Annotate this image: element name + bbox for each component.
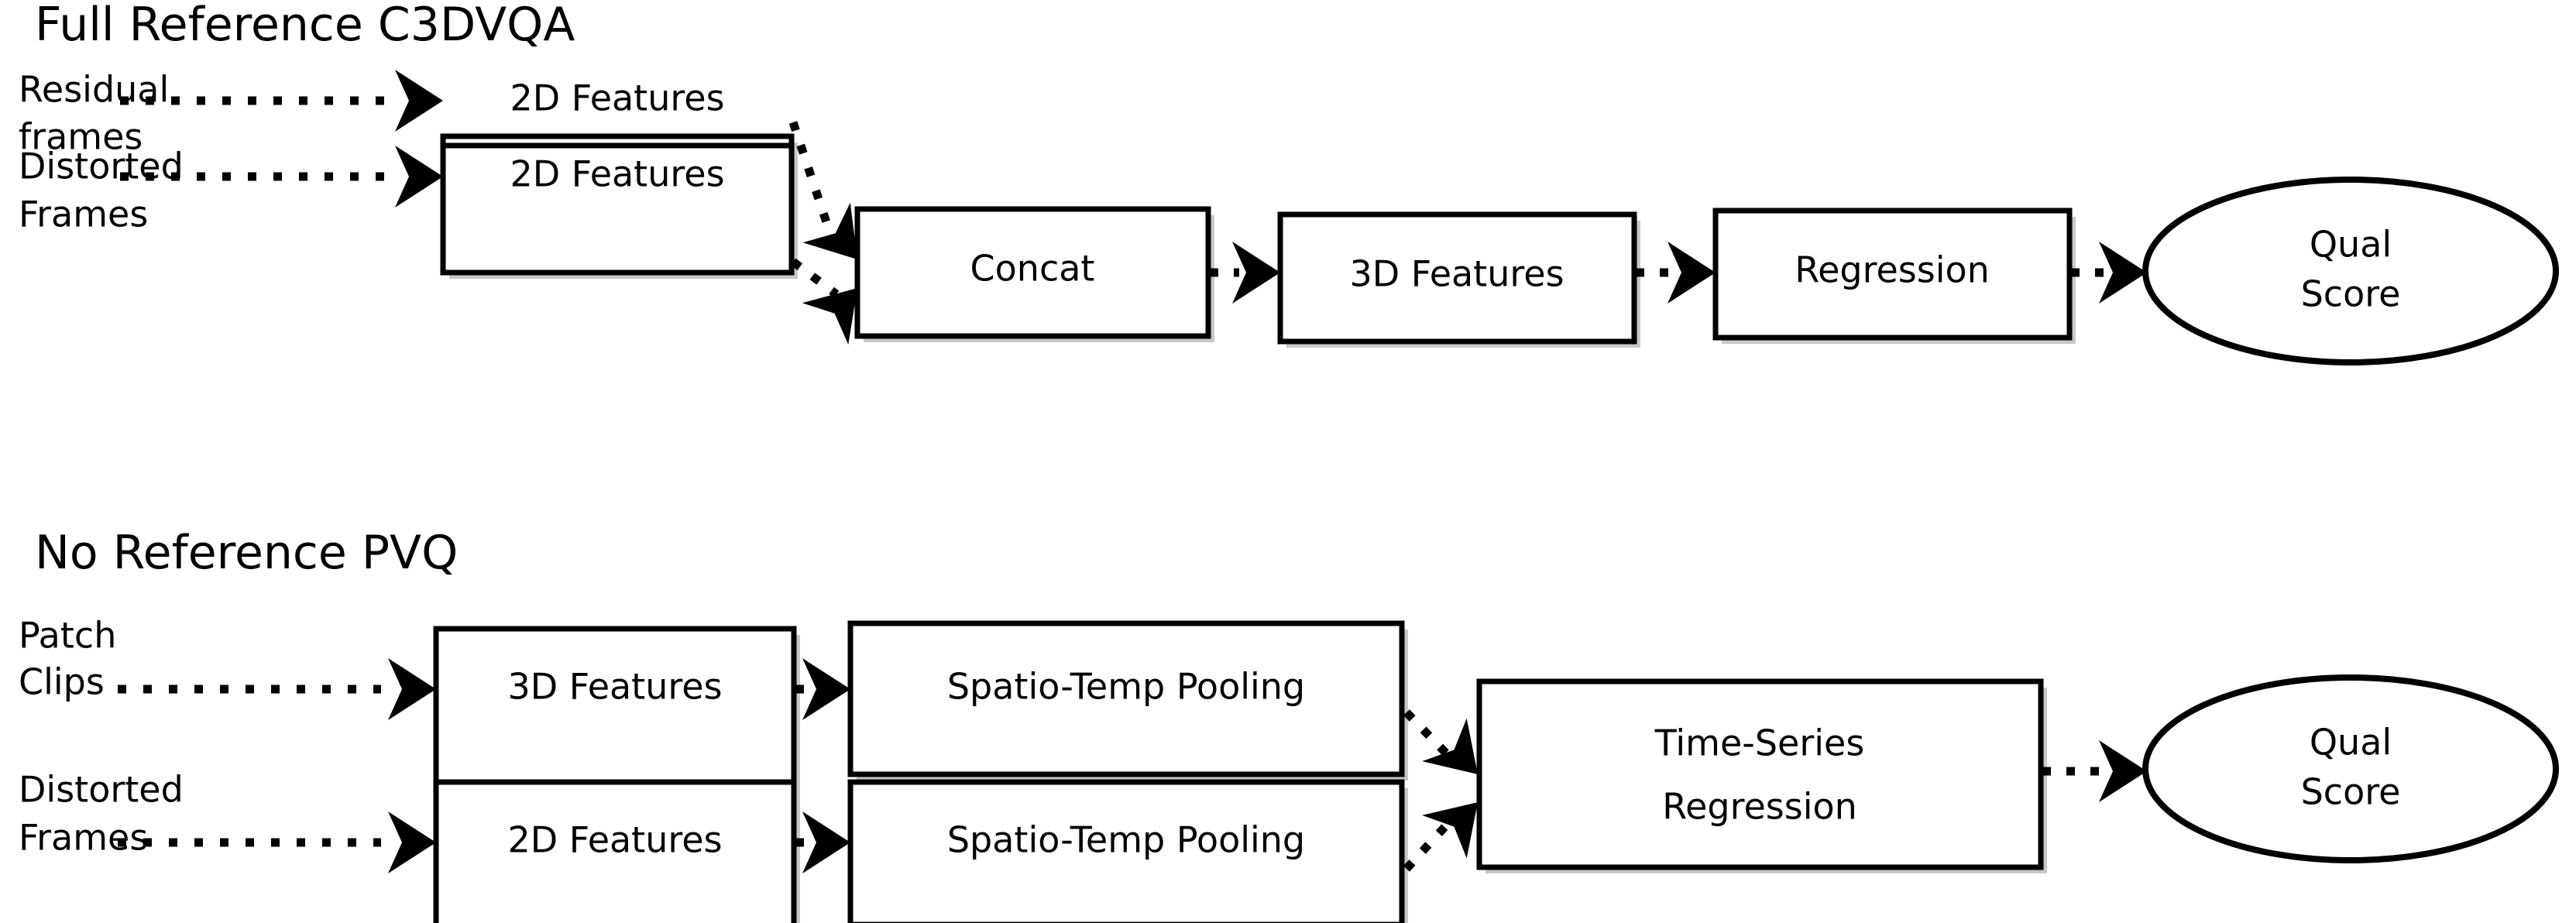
node-spatio-temp-pooling-top[interactable]: Spatio-Temp Pooling	[847, 620, 1408, 781]
node-time-series-regression[interactable]: Time-Series Regression	[1476, 678, 2047, 873]
edge-regression-to-qual-score	[2071, 242, 2147, 304]
node-2d-features-residual-label: 2D Features	[510, 77, 724, 119]
input-label-distorted-frames-line1: Distorted	[19, 146, 184, 187]
node-qual-score-no-reference-line2: Score	[2301, 771, 2401, 813]
node-qual-score-full-reference[interactable]: Qual Score	[2142, 177, 2559, 365]
node-2d-features-nr-label: 2D Features	[507, 819, 722, 861]
section-full-reference: Full Reference C3DVQA Residual frames Di…	[19, 0, 2559, 365]
node-qual-score-full-reference-line1: Qual	[2310, 224, 2392, 266]
node-2d-features-distorted-label: 2D Features	[510, 153, 724, 195]
edge-time-series-to-qual-score	[2042, 740, 2147, 802]
node-spatio-temp-pooling-bottom[interactable]: Spatio-Temp Pooling	[847, 779, 1408, 923]
node-2d-features-nr[interactable]: 2D Features	[433, 779, 800, 923]
node-regression-label: Regression	[1795, 249, 1990, 291]
node-time-series-regression-line1: Time-Series	[1654, 722, 1865, 764]
node-3d-features[interactable]: 3D Features	[1277, 211, 1640, 348]
edge-3d-features-to-regression	[1636, 242, 1716, 304]
input-label-residual-frames: Residual frames	[19, 69, 169, 158]
node-concat-label: Concat	[970, 248, 1095, 290]
section-title-full-reference: Full Reference C3DVQA	[35, 0, 575, 52]
section-title-no-reference: No Reference PVQ	[35, 526, 458, 580]
input-label-distorted-frames: Distorted Frames	[19, 146, 184, 235]
node-qual-score-no-reference[interactable]: Qual Score	[2142, 674, 2559, 863]
node-spatio-temp-pooling-bottom-label: Spatio-Temp Pooling	[947, 819, 1305, 861]
section-no-reference: No Reference PVQ Patch Clips Distorted F…	[19, 526, 2559, 923]
input-label-residual-frames-line1: Residual	[19, 69, 169, 111]
node-3d-features-nr[interactable]: 3D Features	[433, 626, 800, 792]
node-spatio-temp-pooling-top-label: Spatio-Temp Pooling	[947, 666, 1305, 708]
input-label-residual-frames-line2: frames	[19, 116, 143, 158]
edge-distorted-to-2d-features	[120, 146, 443, 208]
node-2d-features-distorted[interactable]: 2D Features	[440, 142, 798, 279]
edge-distorted-to-2d-features-nr	[118, 811, 436, 873]
node-time-series-regression-line2: Regression	[1662, 786, 1857, 828]
node-3d-features-nr-label: 3D Features	[507, 666, 722, 708]
edge-3d-features-to-pooling-top	[795, 658, 850, 720]
node-regression[interactable]: Regression	[1712, 208, 2076, 344]
edge-concat-to-3d-features	[1210, 242, 1280, 304]
input-label-distorted-frames-nr-line1: Distorted	[19, 769, 184, 811]
input-label-distorted-frames-nr-line2: Frames	[19, 817, 148, 859]
node-concat[interactable]: Concat	[854, 206, 1214, 342]
node-3d-features-label: 3D Features	[1349, 253, 1564, 295]
node-qual-score-no-reference-line1: Qual	[2310, 722, 2392, 763]
input-label-patch-clips-line2: Clips	[19, 661, 105, 703]
edge-patch-clips-to-3d-features	[118, 658, 436, 720]
edge-2d-distorted-to-concat	[790, 258, 881, 345]
node-qual-score-full-reference-line2: Score	[2301, 273, 2401, 315]
edge-2d-features-to-pooling-bottom	[795, 811, 850, 873]
input-label-patch-clips-line1: Patch	[19, 615, 116, 657]
edge-residual-to-2d-features	[120, 70, 443, 132]
input-label-patch-clips: Patch Clips	[19, 615, 116, 703]
input-label-distorted-frames-line2: Frames	[19, 194, 148, 235]
input-label-distorted-frames-nr: Distorted Frames	[19, 769, 184, 859]
